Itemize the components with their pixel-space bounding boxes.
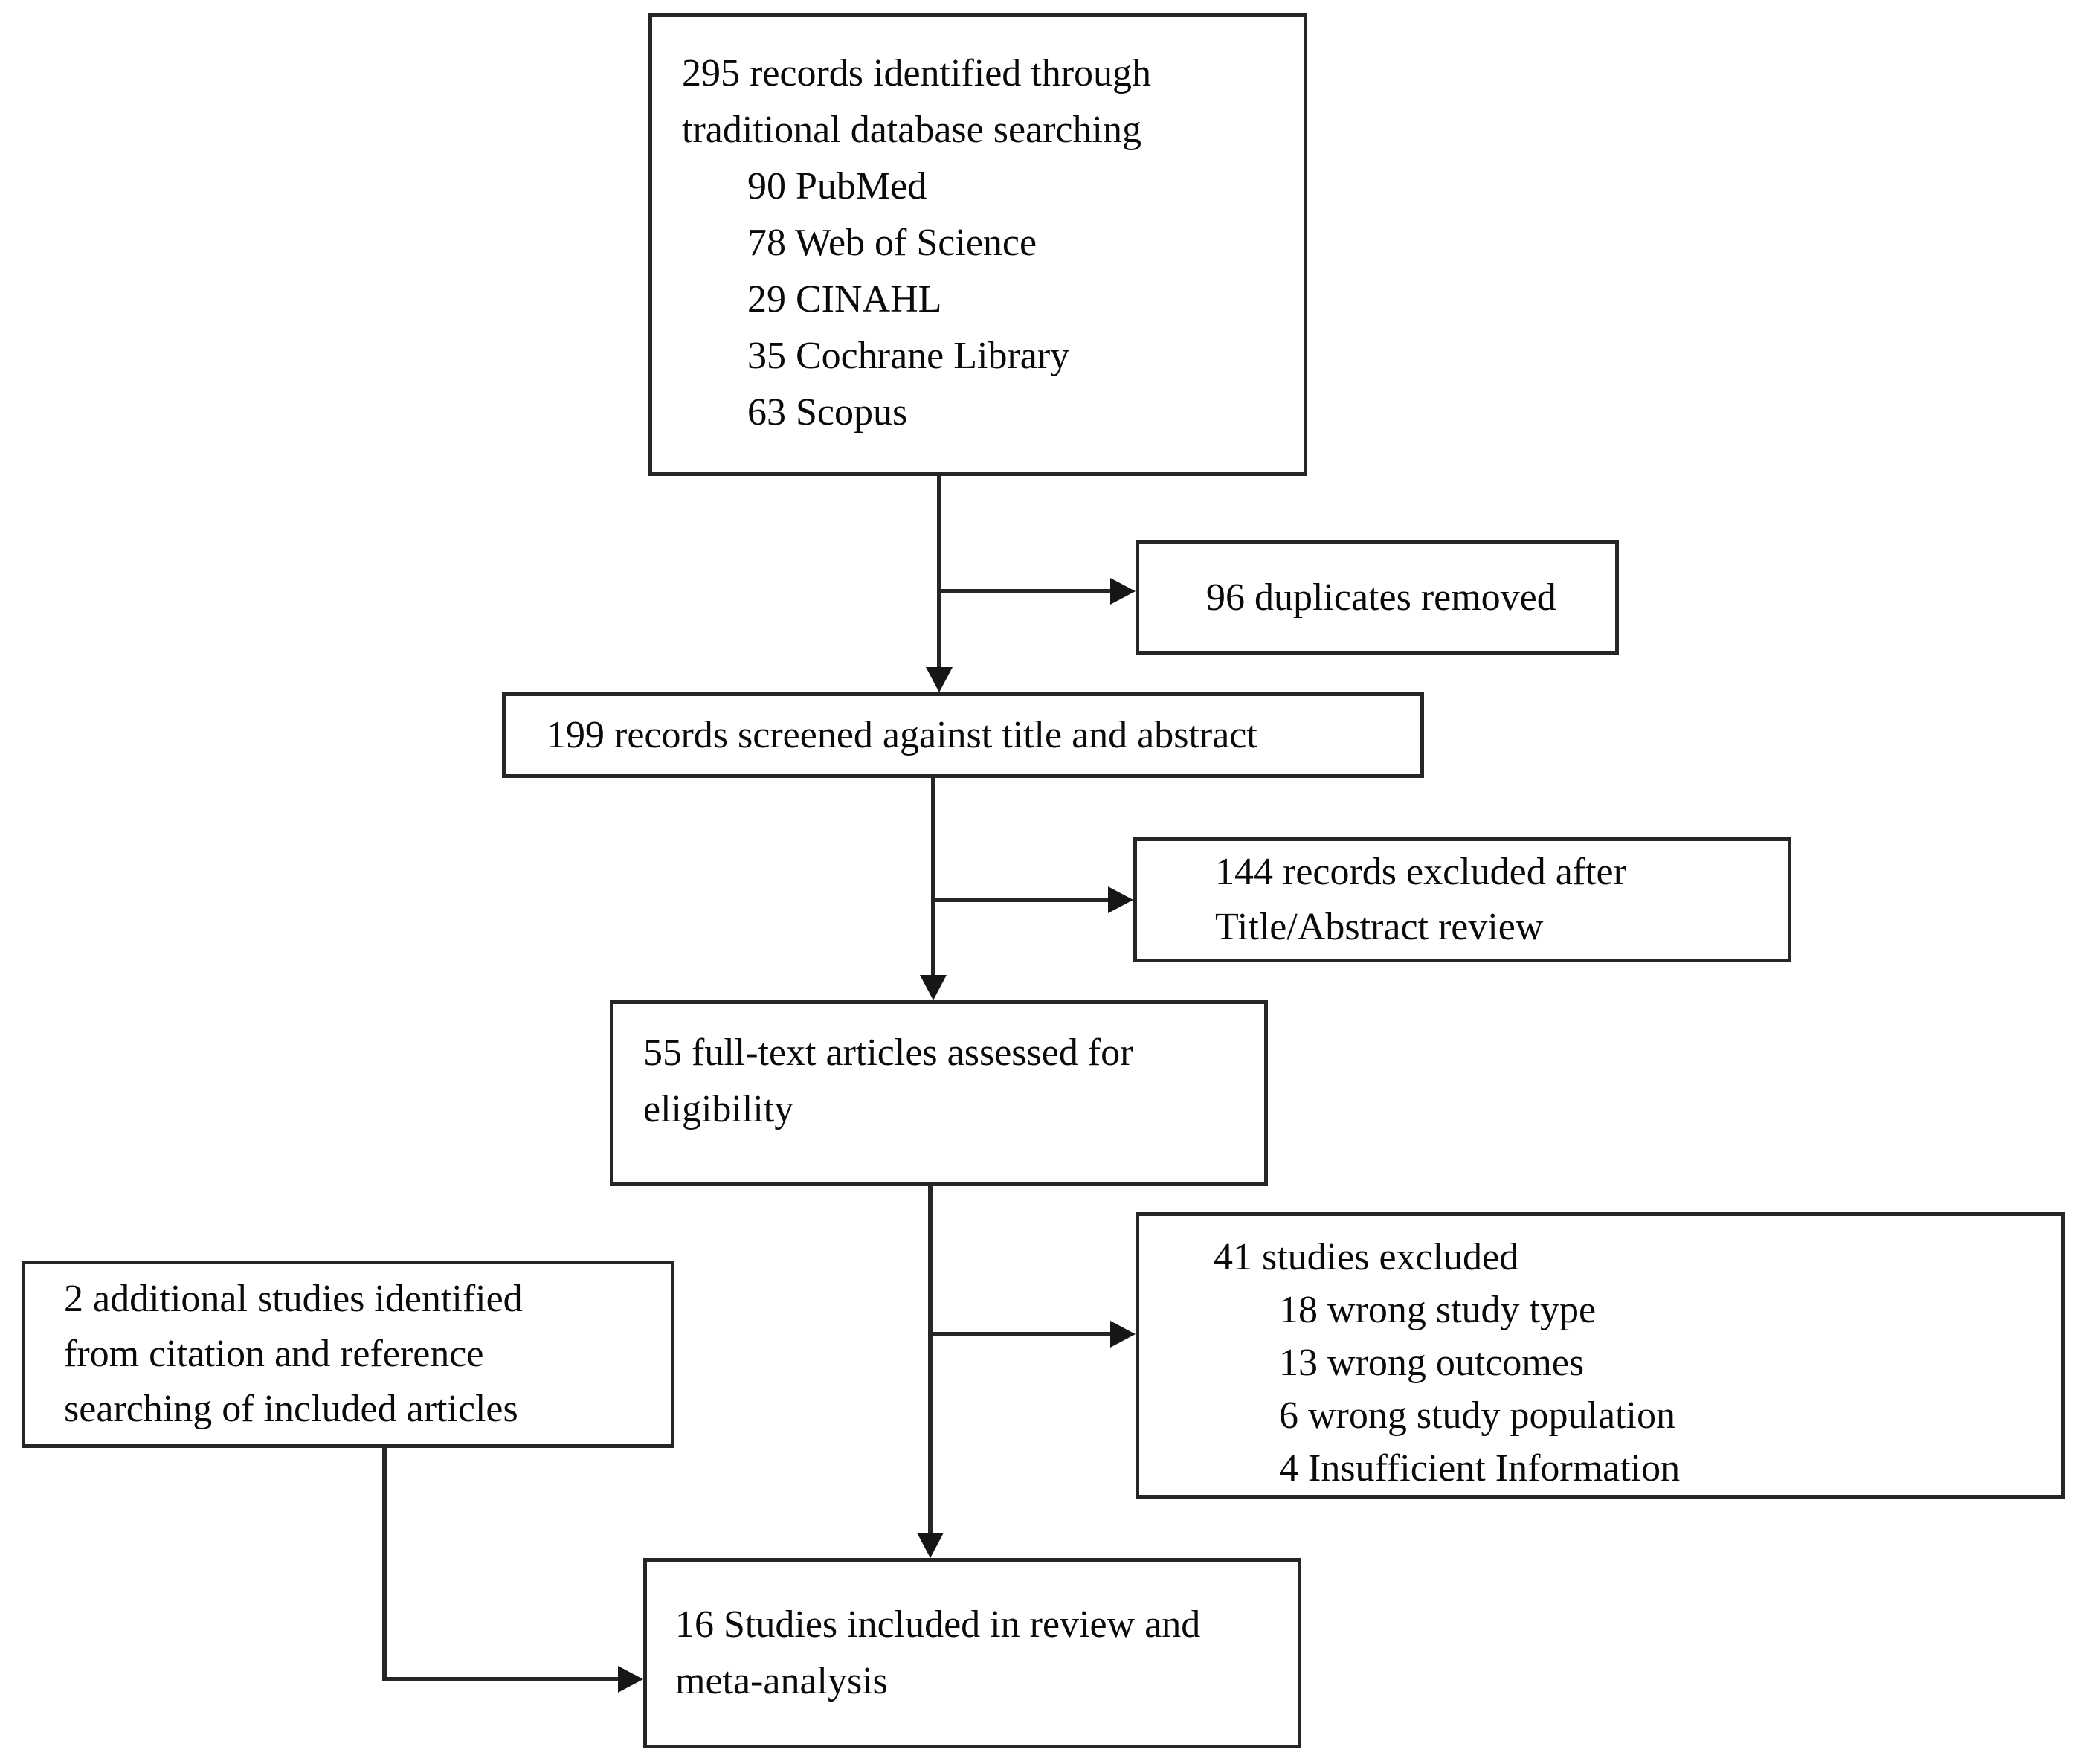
exclusion-reason-outcomes: 13 wrong outcomes xyxy=(1279,1342,1585,1384)
connector-identified-to-screened xyxy=(937,476,941,668)
arrowhead-down-fulltext xyxy=(920,975,947,1000)
box-records-screened: 199 records screened against title and a… xyxy=(502,692,1424,778)
records-screened-text: 199 records screened against title and a… xyxy=(547,713,1257,756)
additional-studies-line-3: searching of included articles xyxy=(64,1388,518,1430)
exclusion-reason-population: 6 wrong study population xyxy=(1279,1394,1675,1437)
studies-included-line-2: meta-analysis xyxy=(675,1660,888,1702)
fulltext-assessed-line-2: eligibility xyxy=(643,1088,794,1130)
studies-excluded-title: 41 studies excluded xyxy=(1214,1236,1519,1278)
box-records-identified: 295 records identified through tradition… xyxy=(648,13,1307,476)
connector-branch-to-duplicates xyxy=(939,589,1110,593)
records-identified-line-1: 295 records identified through xyxy=(682,52,1152,94)
exclusion-reason-study-type: 18 wrong study type xyxy=(1279,1289,1597,1331)
connector-additional-vertical xyxy=(382,1448,387,1681)
database-list: 90 PubMed 78 Web of Science 29 CINAHL 35… xyxy=(747,158,1289,441)
connector-screened-to-fulltext xyxy=(931,778,935,975)
additional-studies-line-1: 2 additional studies identified xyxy=(64,1278,523,1320)
arrowhead-right-title-excluded xyxy=(1108,886,1133,913)
box-records-excluded-title-abstract: 144 records excluded after Title/Abstrac… xyxy=(1133,837,1791,962)
exclusion-reason-information: 4 Insufficient Information xyxy=(1279,1447,1681,1490)
arrowhead-down-included xyxy=(917,1533,944,1558)
database-item-pubmed: 90 PubMed xyxy=(747,165,927,207)
arrowhead-right-duplicates xyxy=(1110,578,1136,605)
box-duplicates-removed: 96 duplicates removed xyxy=(1136,540,1619,655)
studies-included-line-1: 16 Studies included in review and xyxy=(675,1603,1201,1646)
records-identified-line-2: traditional database searching xyxy=(682,109,1141,151)
box-studies-included: 16 Studies included in review and meta-a… xyxy=(643,1558,1301,1748)
arrowhead-right-studies-excluded xyxy=(1110,1321,1136,1348)
arrowhead-right-included xyxy=(618,1666,643,1693)
box-fulltext-assessed: 55 full-text articles assessed for eligi… xyxy=(610,1000,1268,1186)
database-item-scopus: 63 Scopus xyxy=(747,391,908,434)
database-item-cochrane: 35 Cochrane Library xyxy=(747,335,1070,377)
exclusion-reason-list: 18 wrong study type 13 wrong outcomes 6 … xyxy=(1279,1284,2046,1495)
connector-fulltext-to-included xyxy=(928,1185,933,1533)
arrowhead-down-screened xyxy=(926,667,953,692)
box-studies-excluded: 41 studies excluded 18 wrong study type … xyxy=(1136,1212,2065,1499)
connector-branch-to-title-excluded xyxy=(933,898,1108,902)
duplicates-removed-text: 96 duplicates removed xyxy=(1206,576,1556,619)
records-excluded-line-1: 144 records excluded after xyxy=(1215,851,1626,893)
database-item-cinahl: 29 CINAHL xyxy=(747,278,942,321)
fulltext-assessed-line-1: 55 full-text articles assessed for xyxy=(643,1031,1133,1074)
records-excluded-line-2: Title/Abstract review xyxy=(1215,906,1544,948)
connector-additional-horizontal xyxy=(382,1677,618,1681)
box-additional-studies: 2 additional studies identified from cit… xyxy=(22,1261,674,1448)
additional-studies-line-2: from citation and reference xyxy=(64,1333,484,1375)
database-item-web-of-science: 78 Web of Science xyxy=(747,222,1037,264)
connector-branch-to-studies-excluded xyxy=(930,1332,1110,1336)
